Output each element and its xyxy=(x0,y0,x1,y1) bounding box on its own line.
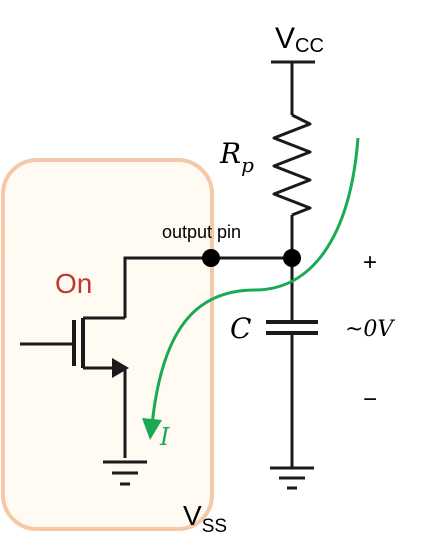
current-label: I xyxy=(159,423,170,451)
transistor-arrow xyxy=(112,358,129,378)
output-pin-label: output pin xyxy=(162,222,241,242)
ground-symbol-right xyxy=(270,466,314,490)
junction-node xyxy=(283,249,301,267)
ground-symbol-left xyxy=(103,460,147,486)
current-arrowhead xyxy=(142,418,162,440)
output-pin-node xyxy=(202,249,220,267)
plus-label: + xyxy=(363,249,377,276)
vcc-label: VCC xyxy=(275,22,324,57)
transistor-state-label: On xyxy=(55,268,92,299)
minus-label: − xyxy=(363,386,377,413)
capacitor-label: C xyxy=(230,312,251,345)
voltage-label: ~0V xyxy=(345,317,395,342)
pullup-resistor xyxy=(272,113,312,217)
current-path xyxy=(150,137,360,426)
output-wire xyxy=(123,256,292,318)
nmos-transistor xyxy=(20,316,127,458)
capacitor xyxy=(266,320,318,335)
resistor-label: Rp xyxy=(219,137,254,177)
vcc-rail xyxy=(271,60,315,115)
vss-label: VSS xyxy=(183,500,227,537)
chip-outline xyxy=(1,158,214,531)
